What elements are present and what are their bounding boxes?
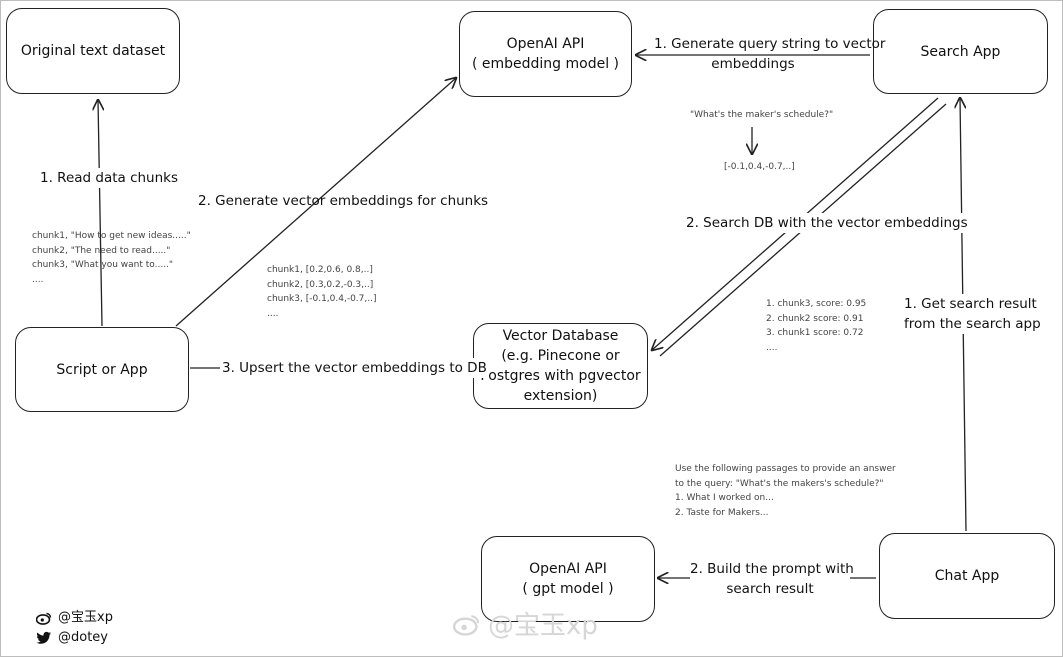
node-label: OpenAI API	[506, 36, 585, 52]
note-scores: 1. chunk3, score: 0.95 2. chunk2 score: …	[766, 299, 867, 353]
twitter-handle: @dotey	[58, 630, 108, 645]
label-get-result: 1. Get search result from the search app	[904, 294, 1041, 334]
node-label: (e.g. Pinecone or	[501, 348, 620, 364]
node-label: Chat App	[934, 568, 1000, 584]
node-openai-gpt: OpenAI API ( gpt model )	[481, 536, 655, 622]
node-label: Search App	[920, 43, 1001, 60]
label-build-prompt: 2. Build the prompt with search result	[690, 559, 854, 599]
node-label: Vector Database	[502, 328, 619, 344]
twitter-icon	[36, 631, 51, 644]
node-label: extension)	[523, 388, 598, 404]
node-label: Original text dataset	[20, 43, 166, 59]
node-openai-embedding: OpenAI API ( embedding model )	[459, 11, 632, 97]
label-generate-embeddings: 2. Generate vector embeddings for chunks	[198, 193, 489, 209]
watermark: @宝玉xp	[452, 605, 598, 642]
node-script-app: Script or App	[15, 327, 189, 412]
arrow-generate-embeddings	[175, 78, 456, 327]
node-label: OpenAI API	[529, 561, 607, 577]
weibo-icon	[36, 612, 52, 625]
node-search-app: Search App	[873, 9, 1048, 94]
note-chunks-text: chunk1, "How to get new ideas....." chun…	[32, 231, 191, 285]
note-query-vector: [-0.1,0.4,-0.7,..]	[724, 162, 795, 172]
label-read-chunks: 1. Read data chunks	[40, 168, 179, 188]
node-label: ( embedding model )	[471, 56, 620, 72]
weibo-handle: @宝玉xp	[58, 610, 113, 625]
node-chat-app: Chat App	[879, 533, 1055, 619]
node-label: Postgres with pgvector	[480, 368, 641, 384]
node-vector-db: Vector Database (e.g. Pinecone or Postgr…	[473, 323, 648, 409]
note-chunk-vectors: chunk1, [0.2,0.6, 0.8,..] chunk2, [0.3,0…	[267, 265, 377, 319]
node-label: ( gpt model )	[522, 581, 614, 597]
label-generate-query: 1. Generate query string to vector embed…	[654, 34, 886, 72]
watermark-text: @宝玉xp	[488, 611, 598, 641]
label-search-db: 2. Search DB with the vector embeddings	[686, 213, 968, 233]
note-query: "What's the maker's schedule?"	[690, 110, 834, 120]
node-label: Script or App	[56, 361, 148, 378]
node-original-dataset: Original text dataset	[6, 8, 180, 94]
arrow-read-chunks	[98, 100, 102, 327]
note-prompt: Use the following passages to provide an…	[675, 464, 896, 518]
label-upsert: 3. Upsert the vector embeddings to DB	[220, 358, 489, 378]
credit-weibo: @宝玉xp	[36, 609, 113, 627]
weibo-icon	[452, 614, 480, 636]
credit-twitter: @dotey	[36, 629, 108, 647]
